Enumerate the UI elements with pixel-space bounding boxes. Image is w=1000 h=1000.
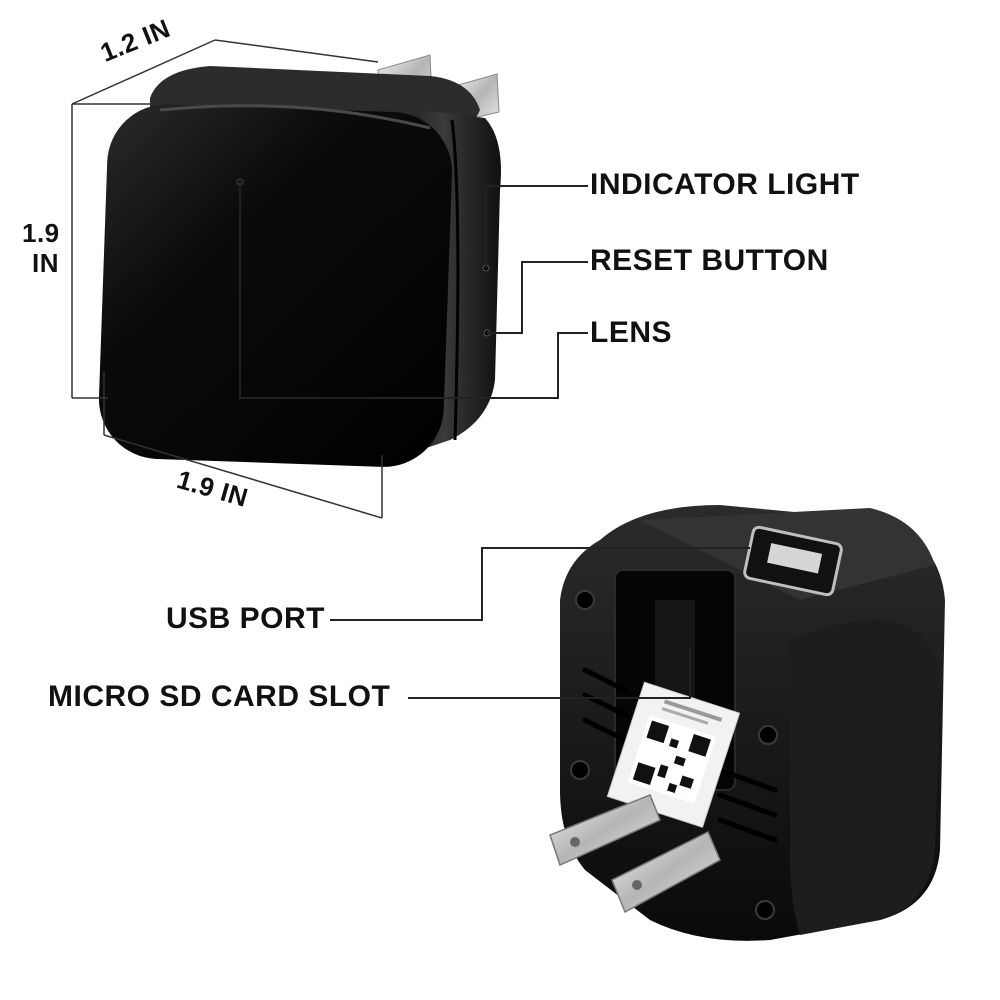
screw-hole-top-left: [575, 590, 595, 610]
qr-code-label: [606, 681, 741, 828]
dimension-lines: [71, 39, 383, 519]
back-prong-upper: [549, 794, 661, 867]
height-dimension-value: 1.9: [22, 218, 60, 248]
usb-port-line: [330, 547, 750, 621]
back-device: [549, 505, 945, 941]
front-device-face: [98, 104, 453, 467]
indicator-light-label: INDICATOR LIGHT: [590, 168, 860, 201]
micro-sd-line: [408, 648, 691, 699]
reset-button-line: [487, 261, 588, 334]
screw-hole-bottom-left: [570, 760, 590, 780]
screw-hole-bottom-right: [755, 900, 775, 920]
front-device: [98, 54, 501, 467]
height-dimension-unit: IN: [32, 248, 59, 278]
top-callout-lines: [239, 182, 588, 399]
lens-line: [239, 182, 588, 399]
reset-button-label: RESET BUTTON: [590, 244, 829, 277]
screw-hole-top-right: [758, 725, 778, 745]
vent-slots: [582, 667, 778, 843]
indicator-light-line: [485, 185, 588, 268]
bottom-callout-lines: [330, 547, 750, 699]
lens-label: LENS: [590, 316, 673, 349]
usb-port-label: USB PORT: [166, 602, 326, 635]
micro-sd-card-slot-label: MICRO SD CARD SLOT: [48, 680, 391, 713]
back-prong-lower: [611, 830, 721, 914]
back-device-side: [790, 620, 940, 935]
